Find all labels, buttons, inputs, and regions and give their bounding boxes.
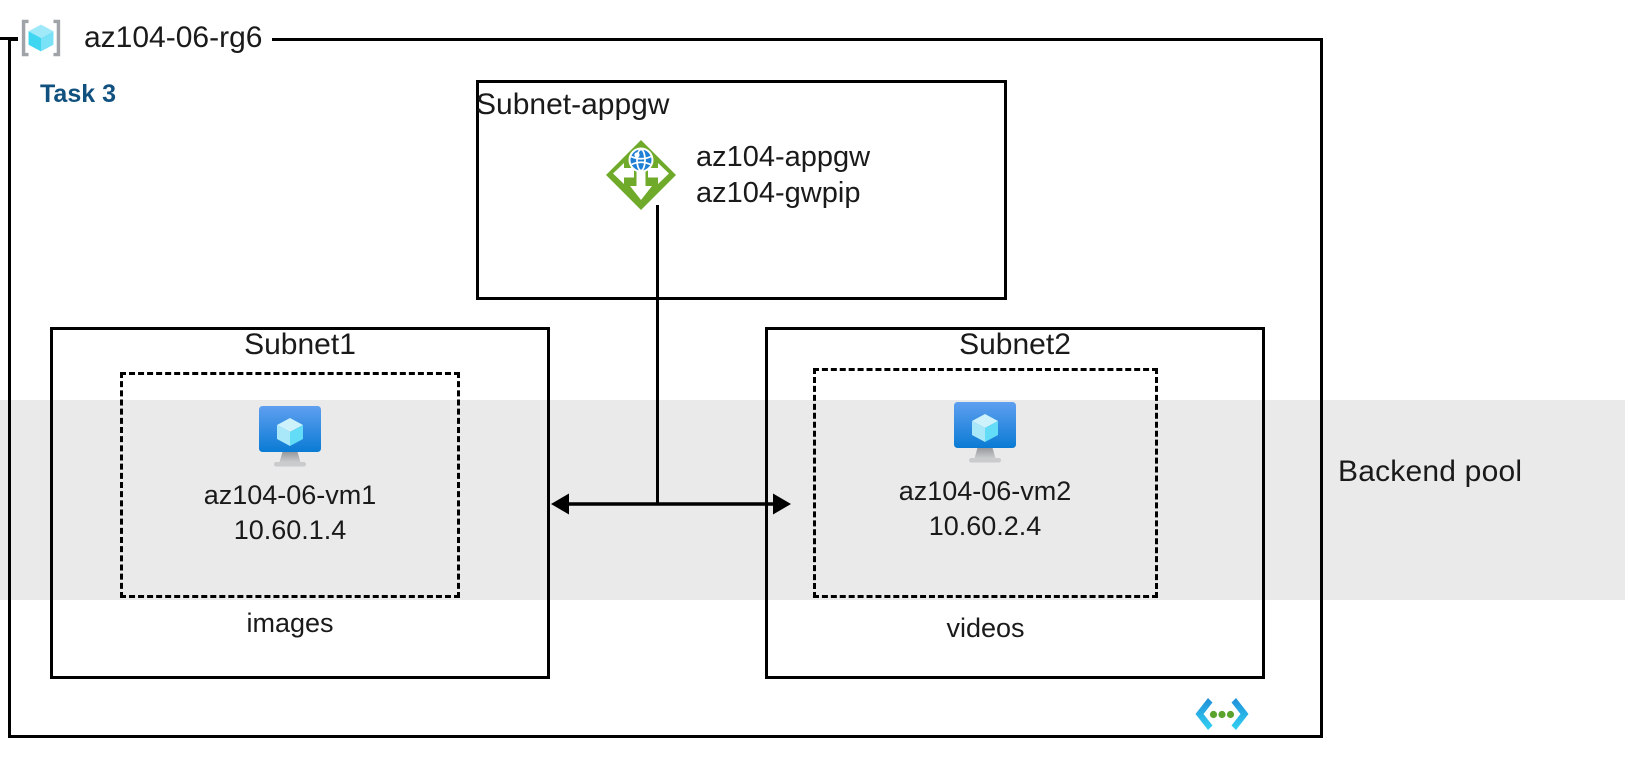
virtual-machine-icon [160, 402, 420, 470]
vm1-node: az104-06-vm1 10.60.1.4 [160, 402, 420, 547]
subnet-appgw-title: Subnet-appgw [476, 88, 670, 121]
appgw-public-ip-name: az104-gwpip [696, 177, 861, 209]
appgw-vertical-connector [656, 205, 659, 503]
virtual-network-icon [1191, 694, 1253, 738]
subnet2-dashed-group [813, 368, 1158, 598]
application-gateway-icon [604, 138, 678, 212]
task-label: Task 3 [40, 80, 116, 108]
vm1-name: az104-06-vm1 [203, 480, 377, 510]
subnet1-caption: images [246, 608, 334, 638]
vm1-ip-address: 10.60.1.4 [233, 514, 347, 545]
subnet-appgw-box [476, 80, 1007, 300]
subnet2-box [765, 327, 1265, 679]
subnet2-title: Subnet2 [959, 328, 1071, 361]
appgw-resource-name: az104-appgw [696, 140, 871, 173]
subnet1-box [50, 327, 550, 679]
subnet-link-double-arrow [551, 493, 791, 515]
virtual-machine-icon [855, 398, 1115, 466]
subnet1-title: Subnet1 [244, 328, 356, 361]
resource-group-cube-icon [18, 15, 64, 61]
vm2-node: az104-06-vm2 10.60.2.4 [855, 398, 1115, 543]
subnet2-caption: videos [946, 613, 1025, 643]
vm2-name: az104-06-vm2 [898, 476, 1072, 506]
application-gateway-node: az104-appgw az104-gwpip [604, 138, 870, 212]
application-gateway-labels: az104-appgw az104-gwpip [696, 139, 870, 212]
vm2-ip-address: 10.60.2.4 [928, 510, 1042, 541]
resource-group-title: az104-06-rg6 [84, 21, 263, 54]
resource-group-boundary [8, 38, 1323, 738]
resource-group-header: az104-06-rg6 [18, 7, 273, 69]
backend-pool-label: Backend pool [1338, 455, 1523, 488]
subnet1-dashed-group [120, 372, 460, 598]
